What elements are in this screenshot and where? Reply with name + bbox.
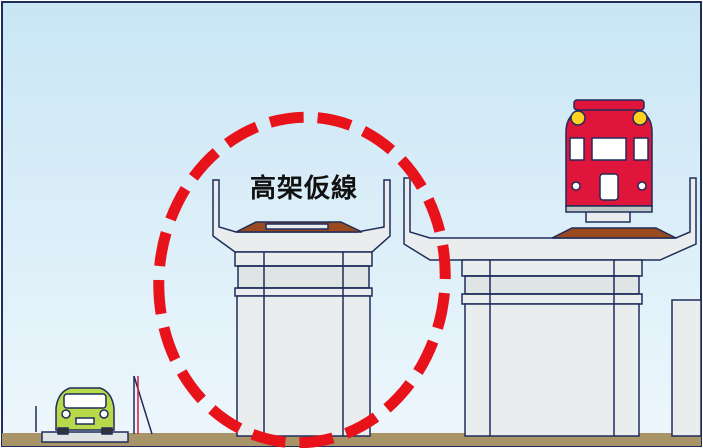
train-icon <box>565 99 653 223</box>
roadside-fence <box>35 375 153 435</box>
permanent-viaduct <box>403 177 702 437</box>
temporary-viaduct <box>212 179 391 437</box>
ballast <box>551 227 677 239</box>
dashed-highlight-circle <box>153 111 451 448</box>
temporary-viaduct-label: 高架仮線 <box>249 174 358 204</box>
car-icon <box>41 387 129 443</box>
